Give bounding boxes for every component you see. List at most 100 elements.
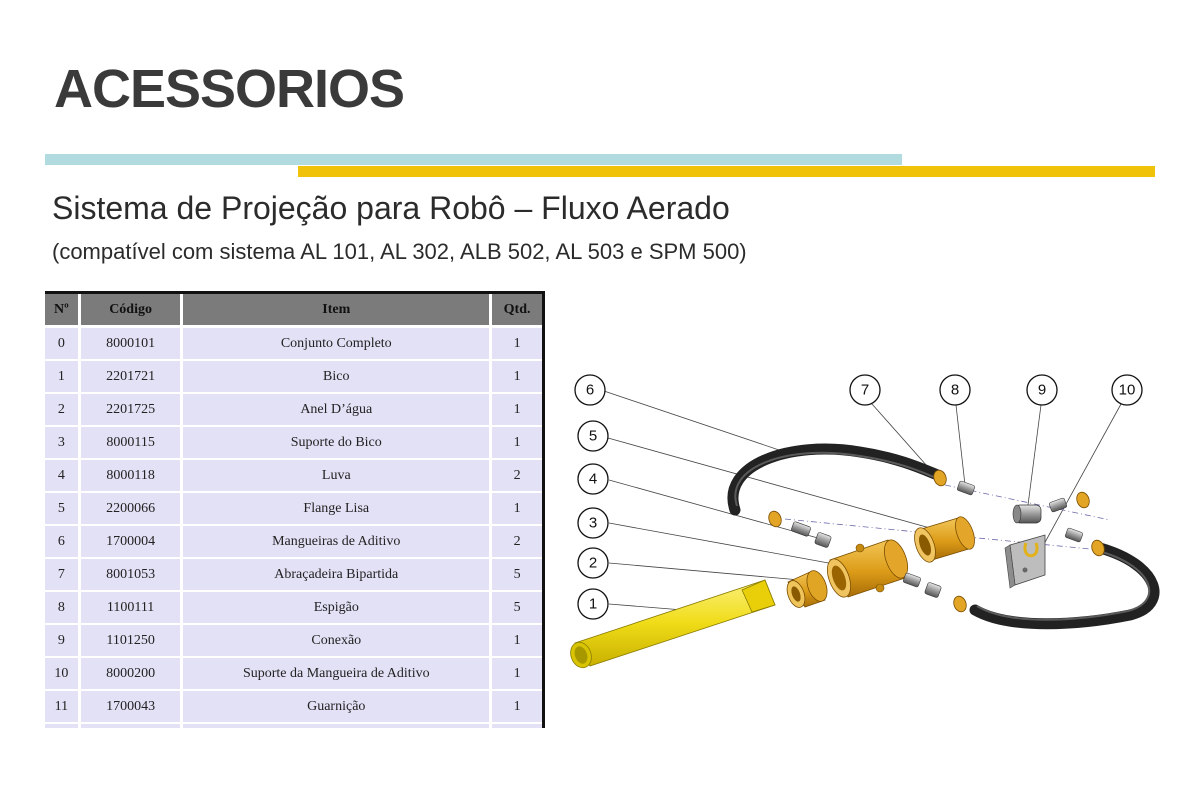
part-hose-support <box>1004 534 1046 589</box>
cell-code: 1101250 <box>79 623 184 657</box>
cell-number: 11 <box>45 689 81 723</box>
callout-3: 3 <box>577 507 609 539</box>
compatibility-note: (compatível com sistema AL 101, AL 302, … <box>52 239 747 264</box>
cell-qty: 1 <box>490 656 542 690</box>
svg-text:5: 5 <box>589 428 597 445</box>
part-nozzle-support <box>826 539 909 598</box>
cell-code: 2200066 <box>79 491 184 525</box>
cell-item: Suporte do Bico <box>181 425 493 459</box>
cell-item: Luva <box>181 458 493 492</box>
cell-qty: 1 <box>490 425 542 459</box>
callout-7: 7 <box>849 374 881 406</box>
cell-qty: 5 <box>490 557 542 591</box>
cell-qty: 1 <box>490 623 542 657</box>
accent-bar-blue <box>45 154 902 165</box>
svg-text:8: 8 <box>951 382 959 399</box>
part-hose-barbs <box>791 480 1083 598</box>
cell-number <box>45 722 81 728</box>
cell-item: Suporte da Mangueira de Aditivo <box>181 656 493 690</box>
callout-8: 8 <box>939 374 971 406</box>
cell-item: Bico <box>181 359 493 393</box>
header-number: Nº <box>45 294 81 327</box>
cell-item: Flange Lisa <box>181 491 493 525</box>
part-connector <box>1012 504 1042 524</box>
cell-item: Anel D’água <box>181 392 493 426</box>
cell-number: 2 <box>45 392 81 426</box>
cell-number: 4 <box>45 458 81 492</box>
cell-code <box>79 722 184 728</box>
hose-upper-highlight <box>734 451 937 507</box>
cell-qty: 1 <box>490 392 542 426</box>
cell-qty: 2 <box>490 458 542 492</box>
cell-item: Conjunto Completo <box>181 325 493 360</box>
cell-code: 2201725 <box>79 392 184 426</box>
cell-number: 0 <box>45 325 81 360</box>
cell-qty: 2 <box>490 524 542 558</box>
cell-number: 7 <box>45 557 81 591</box>
cell-qty: 5 <box>490 590 542 624</box>
hose-lower-highlight <box>976 551 1151 621</box>
cell-qty: 1 <box>490 359 542 393</box>
cell-qty: 1 <box>490 689 542 723</box>
cell-item: Conexão <box>181 623 493 657</box>
part-nozzle-tube <box>570 579 776 669</box>
accent-bar-gold <box>298 166 1155 177</box>
cell-number: 10 <box>45 656 81 690</box>
svg-text:3: 3 <box>589 515 597 532</box>
cell-qty: 1 <box>490 325 542 360</box>
cell-number: 1 <box>45 359 81 393</box>
part-flange <box>914 516 975 563</box>
subtitle: Sistema de Projeção para Robô – Fluxo Ae… <box>52 190 730 226</box>
svg-text:2: 2 <box>589 555 597 572</box>
cell-item: Mangueiras de Aditivo <box>181 524 493 558</box>
cell-number: 5 <box>45 491 81 525</box>
cell-number: 3 <box>45 425 81 459</box>
cell-code: 8000115 <box>79 425 184 459</box>
svg-text:4: 4 <box>589 471 597 488</box>
cell-code: 8000118 <box>79 458 184 492</box>
svg-text:10: 10 <box>1119 382 1136 399</box>
table-header-row: Nº Código Item Qtd. <box>45 294 542 327</box>
cell-item: Abraçadeira Bipartida <box>181 557 493 591</box>
hose-lower <box>969 542 1160 630</box>
cell-code: 2201721 <box>79 359 184 393</box>
page-title: ACESSORIOS <box>54 59 405 119</box>
cell-number: 9 <box>45 623 81 657</box>
cell-item: Guarnição <box>181 689 493 723</box>
cell-code: 8000101 <box>79 325 184 360</box>
cell-code: 8001053 <box>79 557 184 591</box>
exploded-parts-diagram: 1 2 3 4 5 6 7 8 9 10 <box>570 374 1160 669</box>
header-code: Código <box>79 294 184 327</box>
cell-code: 8000200 <box>79 656 184 690</box>
callout-6: 6 <box>574 374 606 406</box>
cell-qty <box>490 722 542 728</box>
part-water-ring <box>786 570 828 608</box>
hose-upper <box>727 443 946 516</box>
callout-4: 4 <box>577 463 609 495</box>
callout-2: 2 <box>577 547 609 579</box>
svg-text:1: 1 <box>589 596 597 613</box>
table-row <box>45 722 542 728</box>
cell-item: Espigão <box>181 590 493 624</box>
cell-code: 1700004 <box>79 524 184 558</box>
header-qty: Qtd. <box>490 294 542 327</box>
svg-text:9: 9 <box>1038 382 1046 399</box>
callout-1: 1 <box>577 588 609 620</box>
callout-10: 10 <box>1111 374 1143 406</box>
header-item: Item <box>181 294 493 327</box>
cell-number: 6 <box>45 524 81 558</box>
svg-text:7: 7 <box>861 382 869 399</box>
part-clamps <box>768 469 1105 613</box>
